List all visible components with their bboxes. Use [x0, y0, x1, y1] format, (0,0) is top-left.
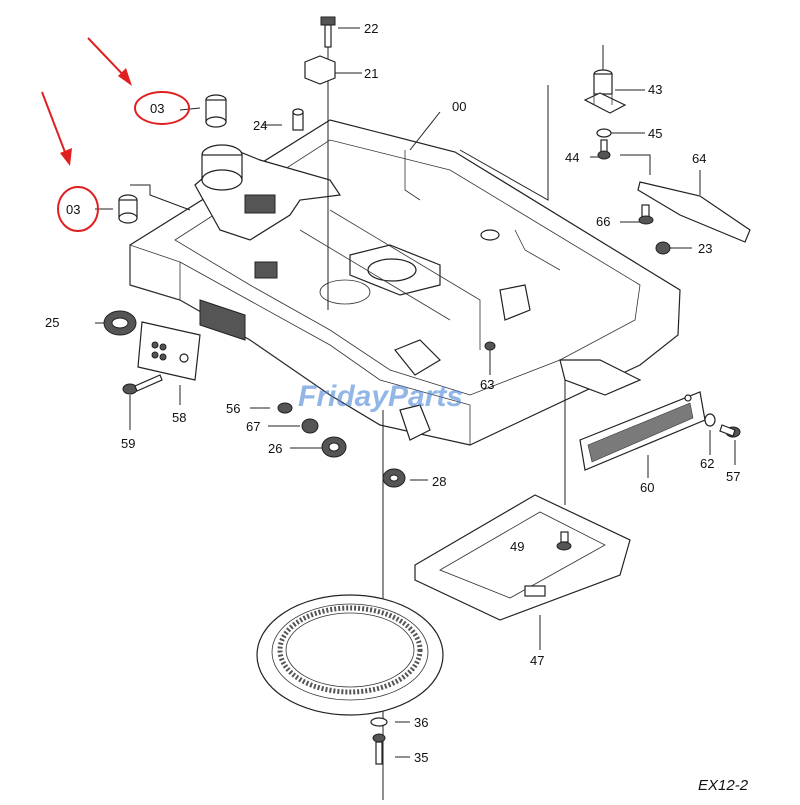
hardware-parts	[103, 16, 751, 765]
bushing-26	[321, 436, 347, 458]
plate-64	[637, 181, 751, 243]
callout-57: 57	[726, 469, 740, 484]
upper-frame	[129, 119, 681, 446]
bolt-57	[719, 424, 741, 438]
bolt-49	[556, 531, 572, 551]
under-cover-47	[414, 494, 631, 621]
drawing-code: EX12-2	[698, 777, 749, 794]
nut-67	[301, 418, 319, 434]
callout-22: 22	[364, 21, 378, 36]
callout-23: 23	[698, 241, 712, 256]
bolt-44	[597, 139, 611, 160]
callout-25: 25	[45, 315, 59, 330]
highlight-circle-03-upper	[134, 91, 190, 125]
bolt-63	[484, 341, 496, 351]
callout-labels: 22 21 00 43 03 24 45 44 64 03 66 23 25 6…	[45, 21, 740, 765]
block-21	[304, 55, 336, 85]
bushing-03-upper	[205, 94, 227, 128]
callout-56: 56	[226, 401, 240, 416]
cover-58	[137, 321, 201, 381]
callout-28: 28	[432, 474, 446, 489]
callout-63: 63	[480, 377, 494, 392]
highlight-circle-03-lower	[57, 186, 99, 232]
callout-64: 64	[692, 151, 706, 166]
washer-36	[370, 717, 388, 727]
callout-67: 67	[246, 419, 260, 434]
plate-60	[579, 391, 706, 471]
callout-03-lower: 03	[66, 202, 80, 217]
mount-43	[583, 69, 627, 114]
callout-49: 49	[510, 539, 524, 554]
bushing-03-lower	[118, 194, 138, 224]
callout-03-upper: 03	[150, 101, 164, 116]
bolt-22	[320, 16, 336, 48]
callout-21: 21	[364, 66, 378, 81]
callout-59: 59	[121, 436, 135, 451]
callout-62: 62	[700, 456, 714, 471]
swing-bearing	[256, 594, 444, 716]
callout-47: 47	[530, 653, 544, 668]
callout-35: 35	[414, 750, 428, 765]
bolt-35	[372, 733, 386, 765]
nut-23	[655, 241, 671, 255]
watermark-text: FridayParts	[298, 380, 463, 413]
pin-24	[292, 108, 304, 131]
callout-60: 60	[640, 480, 654, 495]
callout-36: 36	[414, 715, 428, 730]
washer-45	[596, 128, 612, 138]
callout-26: 26	[268, 441, 282, 456]
callout-43: 43	[648, 82, 662, 97]
nut-28	[382, 468, 406, 488]
grommet-25	[103, 310, 137, 336]
bolt-59	[122, 374, 163, 395]
callout-45: 45	[648, 126, 662, 141]
callout-44: 44	[565, 150, 579, 165]
bolt-66	[638, 204, 654, 225]
callout-58: 58	[172, 410, 186, 425]
callout-66: 66	[596, 214, 610, 229]
nut-56	[277, 402, 293, 414]
washer-62	[704, 413, 716, 427]
highlight-annotations	[41, 37, 190, 232]
callout-00: 00	[452, 99, 466, 114]
callout-24: 24	[253, 118, 267, 133]
